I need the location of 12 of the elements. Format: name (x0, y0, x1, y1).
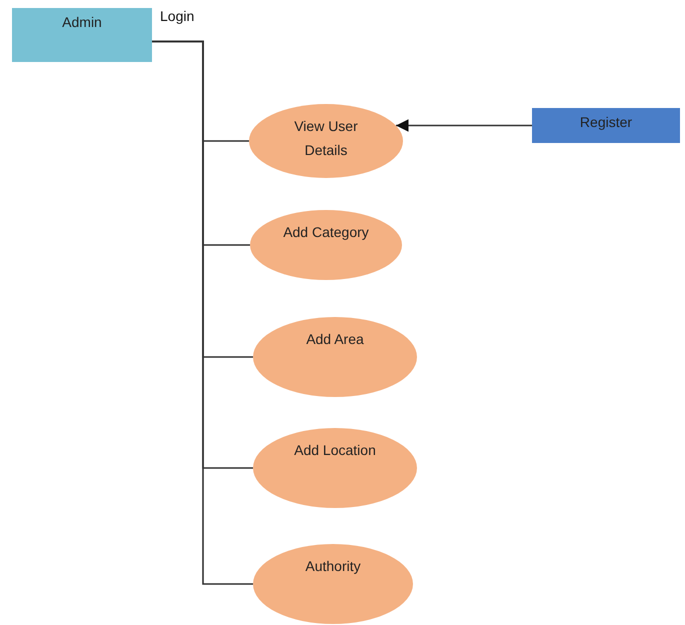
node-label: Add Area (306, 330, 364, 349)
actor-box (12, 8, 152, 62)
node-label: Add Location (294, 441, 376, 460)
connector-label: Login (160, 8, 194, 24)
node-label: Admin (62, 14, 102, 30)
connector-line (152, 40, 253, 585)
node-label: Register (580, 114, 632, 130)
node-label: Authority (305, 557, 361, 576)
actor-box (532, 108, 680, 143)
arrow (396, 119, 532, 132)
node-label: View User Details (293, 117, 359, 160)
node-label: Add Category (283, 223, 369, 242)
